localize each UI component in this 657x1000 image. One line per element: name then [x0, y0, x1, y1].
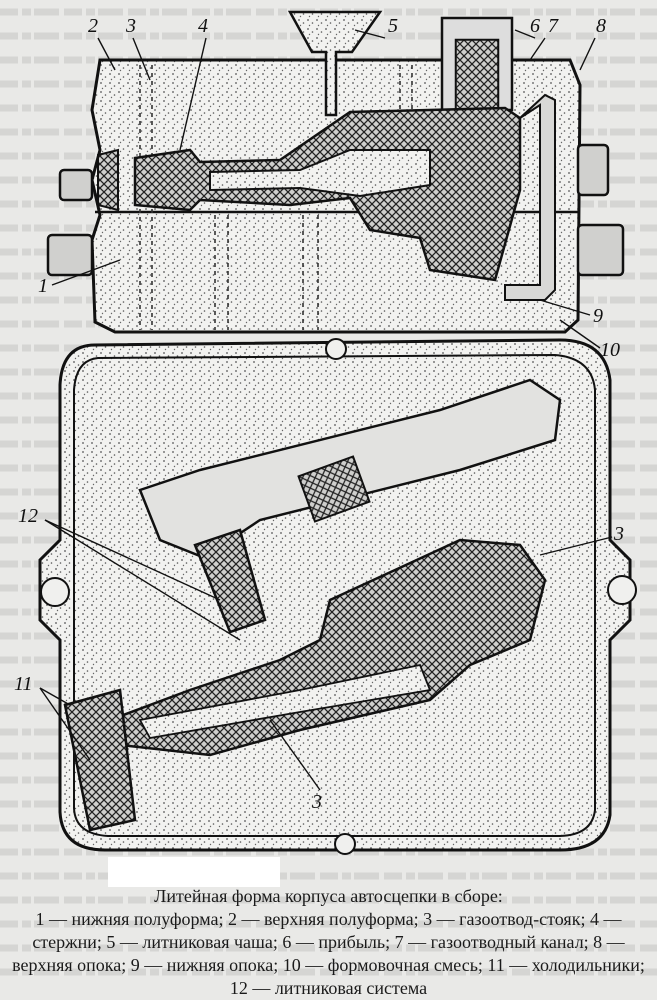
pouring-basin: [287, 10, 383, 117]
callout-4: 4: [198, 15, 208, 37]
coupler-casting: [108, 538, 547, 757]
callout-10: 10: [600, 339, 620, 361]
callout-7: 7: [548, 15, 559, 37]
callout-5: 5: [388, 15, 398, 37]
callout-numbers: 2 3 4 5 6 7 8 1 9 10 12 3 11 3: [14, 15, 624, 813]
chill-block: [63, 688, 137, 832]
callout-12: 12: [18, 505, 38, 527]
caption-title: Литейная форма корпуса автосцепки в сбор…: [154, 886, 503, 906]
callout-3-plan-right: 3: [613, 523, 624, 545]
chill-left: [97, 148, 119, 212]
callout-3-plan-bottom: 3: [311, 791, 322, 813]
gas-vent-channel: [504, 93, 556, 301]
callout-8: 8: [596, 15, 606, 37]
callout-6: 6: [530, 15, 540, 37]
caption-legend: 1 — нижняя полуформа; 2 — верхняя полуфо…: [12, 909, 645, 998]
label-mask: [108, 857, 280, 887]
core-inner: [209, 149, 431, 198]
figure-caption: Литейная форма корпуса автосцепки в сбор…: [0, 885, 657, 1000]
lower-flask-inner: [73, 353, 596, 837]
gating-system: [193, 528, 267, 634]
callout-9: 9: [593, 305, 603, 327]
plan-view: [38, 338, 637, 855]
coupler-core: [138, 663, 432, 739]
flask-lugs: [46, 143, 625, 277]
leader-lines: [39, 29, 613, 791]
callout-11: 11: [14, 673, 33, 695]
riser-fill: [455, 39, 499, 121]
callout-3-top: 3: [125, 15, 136, 37]
cast-block-upper: [297, 455, 371, 523]
callout-2: 2: [88, 15, 98, 37]
section-view: [46, 10, 625, 334]
bolt-bosses: [40, 338, 637, 855]
callout-1: 1: [38, 275, 48, 297]
